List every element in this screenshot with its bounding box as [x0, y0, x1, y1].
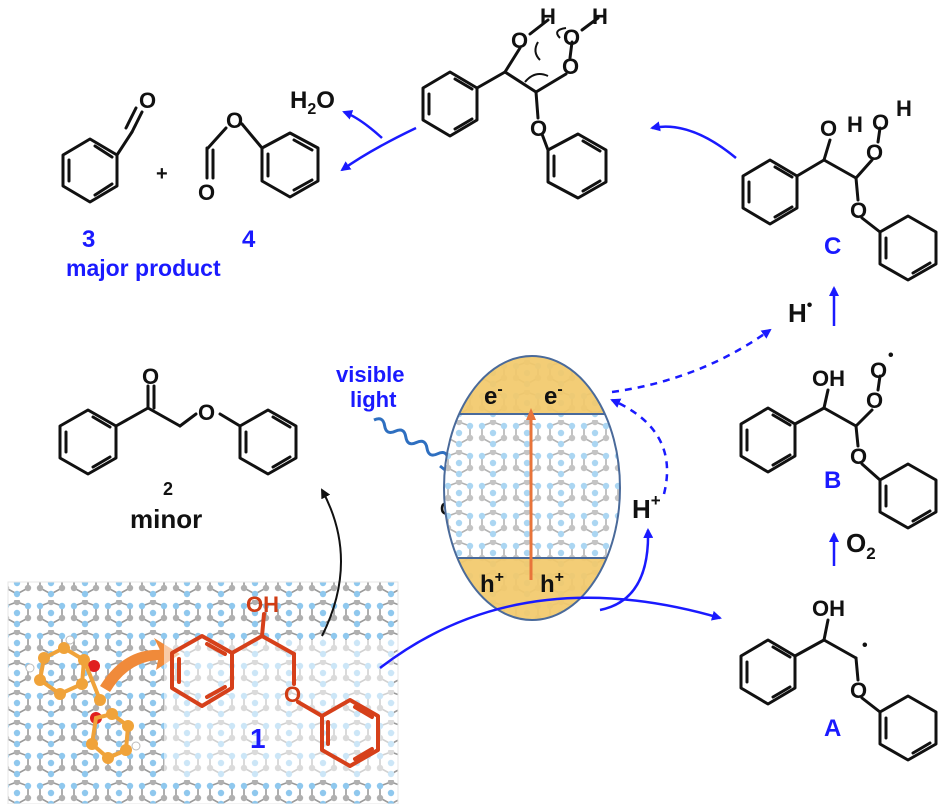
arrow-1-to-a	[379, 596, 722, 669]
label-intermediate-b: B	[824, 467, 841, 494]
arrow-c-to-intermediate	[650, 121, 737, 159]
substrate-1-structure	[164, 612, 394, 780]
atom-o-substrate: O	[284, 682, 301, 707]
atom-h-c-1: H	[847, 112, 863, 137]
atom-h-top-2: H	[592, 4, 608, 29]
atom-o-carbonyl: O	[198, 180, 215, 205]
arrow-to-products	[340, 126, 417, 172]
label-compound-4: 4	[242, 226, 256, 253]
label-light: light	[350, 387, 397, 412]
atom-o-top-2: O	[563, 25, 580, 50]
electron-right: e-	[544, 381, 563, 410]
atom-oh-substrate: OH	[246, 592, 279, 617]
atom-o-c-3: O	[866, 140, 883, 165]
adsorption-arrow	[100, 638, 180, 692]
atom-o-top-3: O	[562, 54, 579, 79]
atom-o-ether-2: O	[198, 400, 215, 425]
label-visible: visible	[336, 362, 404, 387]
oxygen-label: O2	[846, 528, 876, 563]
arrow-to-minor	[321, 488, 342, 637]
atom-o-top-1: O	[511, 28, 528, 53]
atom-o-c-1: O	[820, 116, 837, 141]
atom-o-c-2: O	[872, 110, 889, 135]
proton-label: H+	[632, 491, 661, 524]
atom-h-top-1: H	[540, 4, 556, 29]
catalyst-lattice-panel: OH O 1	[7, 581, 399, 804]
atom-oh-a: OH	[812, 596, 845, 621]
electron-left: e-	[484, 381, 503, 410]
conduction-band	[444, 356, 620, 414]
intermediate-b-structure	[739, 374, 938, 530]
atom-o-b-1: O	[870, 358, 887, 383]
atom-o-top-4: O	[530, 116, 547, 141]
atom-h-c-2: H	[896, 96, 912, 121]
water-label: H2O	[290, 87, 335, 118]
intermediate-c-structure	[741, 126, 938, 282]
label-compound-1: 1	[250, 723, 266, 754]
hole-right: h+	[540, 569, 564, 598]
hole-left: h+	[480, 569, 504, 598]
atom-oh-b: OH	[812, 366, 845, 391]
atom-o-a: O	[850, 678, 867, 703]
h-radical-label: H•	[788, 297, 813, 328]
atom-o-b-2: O	[866, 388, 883, 413]
arrow-cb-to-h-radical	[611, 328, 772, 394]
adsorbed-molecule	[25, 635, 141, 764]
phenyl-formate-structure: O O	[198, 108, 320, 205]
arrow-proton-to-cb	[610, 398, 669, 495]
cleavage-intermediate-structure	[421, 16, 608, 200]
plus-sign: +	[156, 163, 168, 185]
label-compound-3: 3	[82, 226, 95, 253]
ketone-structure	[58, 384, 298, 476]
radical-dot-b: •	[888, 347, 894, 364]
arrow-to-water	[342, 110, 383, 139]
atom-o-aldehyde: O	[139, 88, 156, 113]
label-intermediate-c: C	[824, 233, 841, 260]
light-wave	[373, 417, 450, 460]
label-minor: minor	[130, 504, 202, 534]
benzaldehyde-structure: O	[61, 88, 156, 204]
intermediate-a-structure	[739, 618, 938, 762]
label-compound-2: 2	[163, 479, 173, 499]
arrow-to-proton	[599, 528, 654, 612]
atom-o-ketone: O	[142, 364, 159, 389]
atom-o-b-3: O	[850, 444, 867, 469]
radical-dot-a: •	[862, 637, 868, 654]
label-major-product: major product	[66, 255, 221, 281]
atom-o-c-4: O	[850, 198, 867, 223]
label-intermediate-a: A	[824, 715, 841, 742]
atom-o-ester: O	[226, 108, 243, 133]
